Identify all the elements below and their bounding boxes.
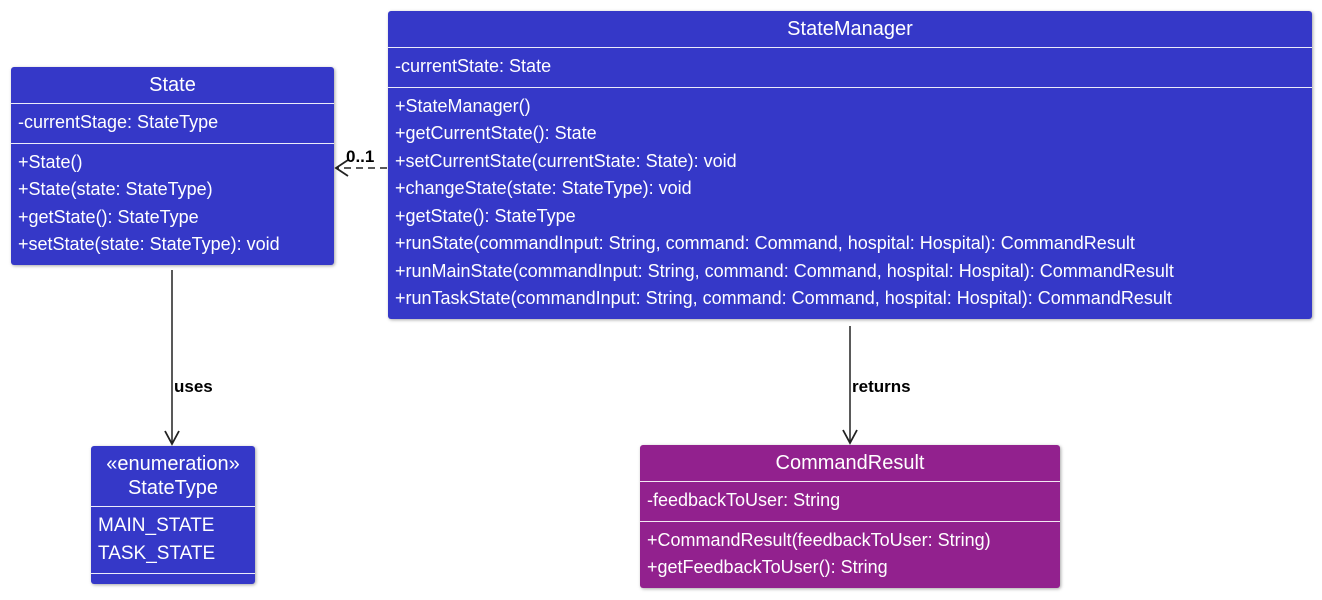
method: +setCurrentState(currentState: State): v…: [395, 150, 737, 171]
uses-label: uses: [174, 377, 213, 396]
dependency-manager-to-state: [334, 159, 387, 177]
enum-value: MAIN_STATE: [98, 515, 215, 536]
class-statemanager-name: StateManager: [388, 11, 1312, 48]
enum-statetype-values: MAIN_STATE TASK_STATE: [91, 507, 255, 574]
class-state-methods: +State() +State(state: StateType) +getSt…: [11, 144, 334, 265]
class-commandresult-methods: +CommandResult(feedbackToUser: String) +…: [640, 522, 1060, 588]
method: +runMainState(commandInput: String, comm…: [395, 260, 1174, 281]
class-state-name: State: [11, 67, 334, 104]
enum-statetype-header: «enumeration» StateType: [91, 446, 255, 507]
class-statemanager-methods: +StateManager() +getCurrentState(): Stat…: [388, 88, 1312, 319]
method: +CommandResult(feedbackToUser: String): [647, 529, 991, 550]
method: +State(state: StateType): [18, 179, 213, 199]
class-commandresult[interactable]: CommandResult -feedbackToUser: String +C…: [640, 445, 1060, 588]
attribute: -currentState: State: [395, 56, 552, 76]
enum-value: TASK_STATE: [98, 542, 216, 564]
class-commandresult-name: CommandResult: [640, 445, 1060, 482]
method: +runTaskState(commandInput: String, comm…: [395, 288, 1172, 308]
method: +changeState(state: StateType): void: [395, 178, 692, 198]
method: +setState(state: StateType): void: [18, 234, 280, 254]
returns-label: returns: [852, 377, 911, 396]
enum-statetype-name: StateType: [127, 477, 219, 499]
class-statemanager[interactable]: StateManager -currentState: State +State…: [388, 11, 1312, 319]
enum-statetype-empty-section: [91, 574, 255, 584]
method: +getCurrentState(): State: [395, 123, 597, 143]
enum-stereotype: «enumeration»: [106, 453, 240, 475]
class-statemanager-attributes: -currentState: State: [388, 48, 1312, 88]
class-commandresult-attributes: -feedbackToUser: String: [640, 482, 1060, 522]
method: +getState(): StateType: [18, 206, 199, 227]
method: +State(): [18, 151, 83, 172]
enum-statetype[interactable]: «enumeration» StateType MAIN_STATE TASK_…: [91, 446, 255, 584]
class-state-attributes: -currentStage: StateType: [11, 104, 334, 144]
method: +StateManager(): [395, 95, 531, 116]
multiplicity-label: 0..1: [346, 147, 375, 166]
attribute: -feedbackToUser: String: [647, 490, 841, 510]
class-state[interactable]: State -currentStage: StateType +State() …: [11, 67, 334, 265]
attribute: -currentStage: StateType: [18, 112, 219, 132]
association-manager-to-result: [842, 326, 858, 445]
association-state-to-statetype: [164, 270, 180, 446]
method: +runState(commandInput: String, command:…: [395, 233, 1135, 253]
method: +getState(): StateType: [395, 205, 576, 226]
method: +getFeedbackToUser(): String: [647, 557, 888, 577]
